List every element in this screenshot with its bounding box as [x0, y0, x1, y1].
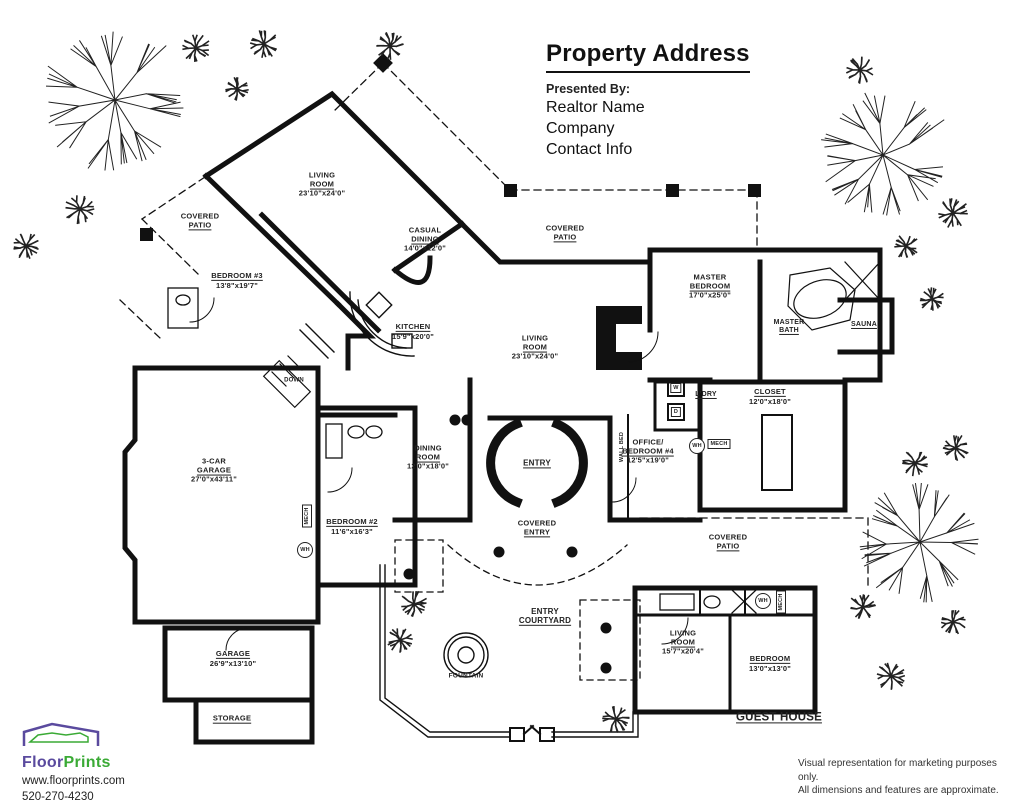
bush-icon	[387, 628, 413, 653]
garage-walls	[122, 365, 321, 625]
bush-icon	[876, 662, 906, 690]
tree-icon	[821, 92, 945, 216]
disclaimer-line2: All dimensions and features are approxim…	[798, 785, 999, 796]
fireplace	[596, 306, 642, 370]
bush-icon	[65, 195, 95, 225]
title-block: Property Address Presented By: Realtor N…	[546, 40, 806, 160]
door-swings	[189, 297, 689, 651]
bush-icon	[894, 235, 918, 258]
tree-icon	[859, 482, 979, 603]
bush-icon	[902, 451, 928, 477]
trees	[13, 30, 979, 733]
fountain-circles	[443, 632, 489, 678]
realtor-name: Realtor Name	[546, 99, 645, 116]
floorprints-brand-block: FloorPrints www.floorprints.com 520-270-…	[22, 722, 212, 805]
disclaimer-line1: Visual representation for marketing purp…	[798, 758, 997, 783]
presented-by-label: Presented By:	[546, 82, 631, 96]
closet-laundry-walls	[653, 379, 848, 513]
bush-icon	[225, 76, 249, 101]
bush-icon	[182, 34, 210, 63]
lower-garage-walls	[162, 625, 315, 745]
brand-phone: 520-270-4230	[22, 790, 94, 803]
bush-icon	[919, 287, 944, 311]
bush-icon	[401, 590, 427, 618]
right-patio-dashed	[639, 517, 869, 589]
entry-side-walls	[392, 377, 613, 523]
covered-entry-arc	[394, 539, 641, 681]
nw-wing-walls	[202, 90, 466, 334]
company-name: Company	[546, 120, 615, 138]
bush-icon	[13, 233, 39, 259]
office-walls	[607, 414, 703, 523]
courtyard-walls	[379, 564, 639, 742]
disclaimer: Visual representation for marketing purp…	[798, 757, 1008, 798]
master-suite-walls	[647, 247, 895, 383]
bush-icon	[942, 435, 969, 462]
entry-arcs	[486, 418, 588, 508]
bush-icon	[845, 56, 874, 84]
bush-icon	[602, 706, 630, 733]
roofline-dashed	[332, 62, 758, 251]
tree-icon	[45, 31, 184, 171]
contact-info: Contact Info	[546, 141, 633, 159]
brand-website: www.floorprints.com	[22, 775, 125, 787]
bush-icon	[940, 609, 966, 635]
kitchen-fixtures	[299, 291, 415, 359]
bath-fixtures	[167, 287, 383, 459]
property-address-title: Property Address	[546, 40, 750, 73]
bush-icon	[249, 30, 277, 58]
bedroom2-walls	[315, 405, 418, 588]
bush-icon	[376, 31, 404, 60]
nw-patio-dashed	[119, 176, 206, 339]
bush-icon	[850, 594, 876, 619]
floorprints-wordmark: FloorPrints	[22, 754, 111, 771]
guest-house-fixtures	[659, 589, 757, 614]
bush-icon	[938, 198, 968, 228]
column-dots	[403, 414, 612, 674]
master-bath-fixtures	[787, 261, 881, 331]
floorprints-logo-icon	[22, 722, 100, 746]
guest-house-walls	[632, 585, 818, 715]
stairs-down	[262, 355, 312, 409]
